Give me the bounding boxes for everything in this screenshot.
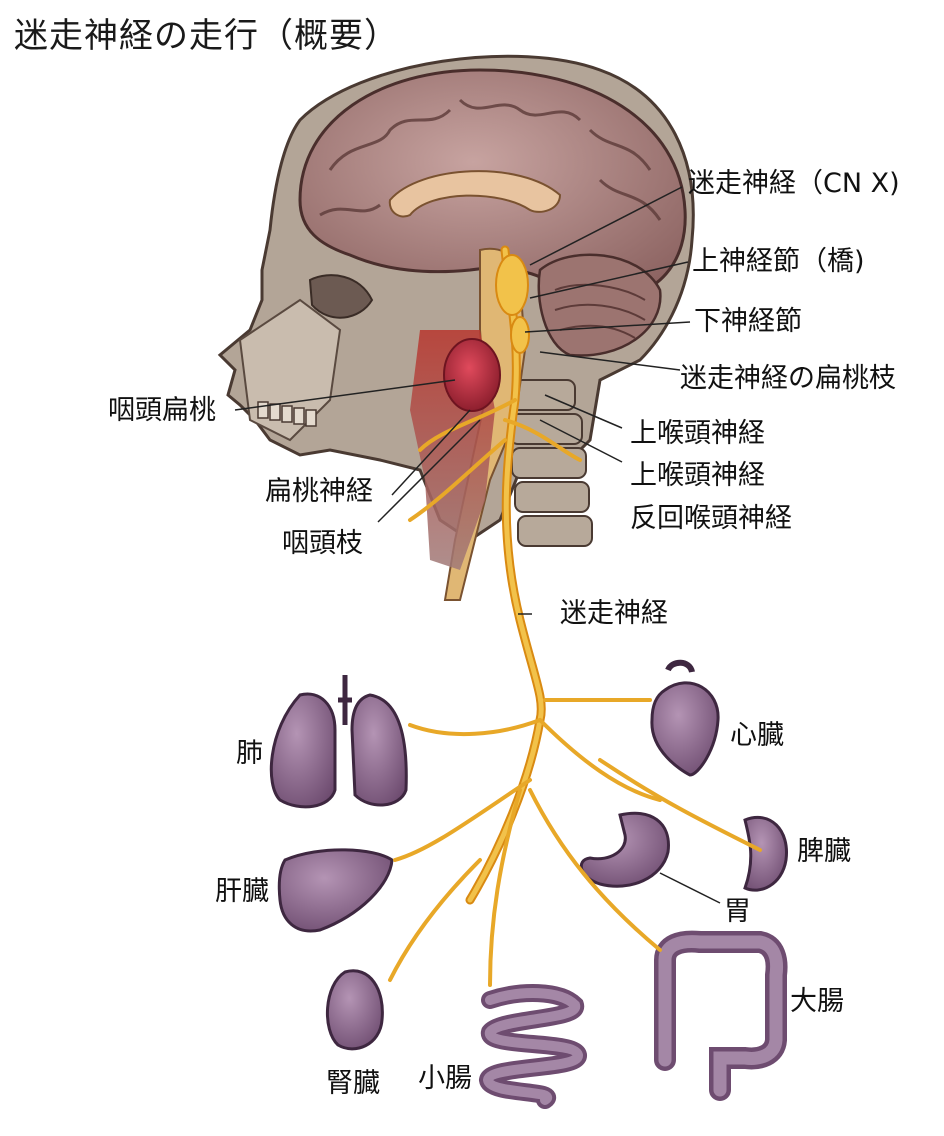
leader-lines xyxy=(234,186,721,904)
pharyngeal-tonsil xyxy=(443,338,501,412)
heart xyxy=(650,659,720,777)
label-large-intestine: 大腸 xyxy=(790,986,844,1017)
large-intestine xyxy=(654,930,788,1101)
stomach xyxy=(579,811,670,888)
label-kidney: 腎臓 xyxy=(326,1068,380,1099)
label-vagus: 迷走神経 xyxy=(560,598,668,629)
vagus-nerve xyxy=(388,245,762,987)
label-inferior-ganglion: 下神経節 xyxy=(694,306,802,337)
label-heart: 心臓 xyxy=(730,720,784,751)
label-superior-laryngeal-2: 上喉頭神経 xyxy=(630,460,765,491)
brain xyxy=(298,68,687,357)
label-superior-ganglion: 上神経節（橋) xyxy=(692,246,865,277)
label-lung: 肺 xyxy=(236,738,263,769)
label-liver: 肝臓 xyxy=(215,876,269,907)
spleen xyxy=(743,815,788,892)
label-pharyngeal-tonsil: 咽頭扁桃 xyxy=(108,395,216,426)
label-stomach: 胃 xyxy=(724,896,751,927)
small-intestine xyxy=(478,984,587,1109)
kidney xyxy=(326,969,384,1051)
page-title: 迷走神経の走行（概要） xyxy=(14,16,399,56)
label-tonsil-nerve: 扁桃神経 xyxy=(265,476,373,507)
liver xyxy=(277,848,394,933)
label-tonsillar-branch: 迷走神経の扁桃枝 xyxy=(680,363,896,394)
lungs xyxy=(269,675,408,809)
label-vagus-cn10: 迷走神経（CN X) xyxy=(688,168,900,199)
label-pharyngeal-branch: 咽頭枝 xyxy=(282,528,363,559)
label-recurrent-laryngeal: 反回喉頭神経 xyxy=(630,503,792,534)
label-superior-laryngeal-1: 上喉頭神経 xyxy=(630,418,765,449)
label-small-intestine: 小腸 xyxy=(418,1063,472,1094)
label-spleen: 脾臓 xyxy=(797,836,851,867)
